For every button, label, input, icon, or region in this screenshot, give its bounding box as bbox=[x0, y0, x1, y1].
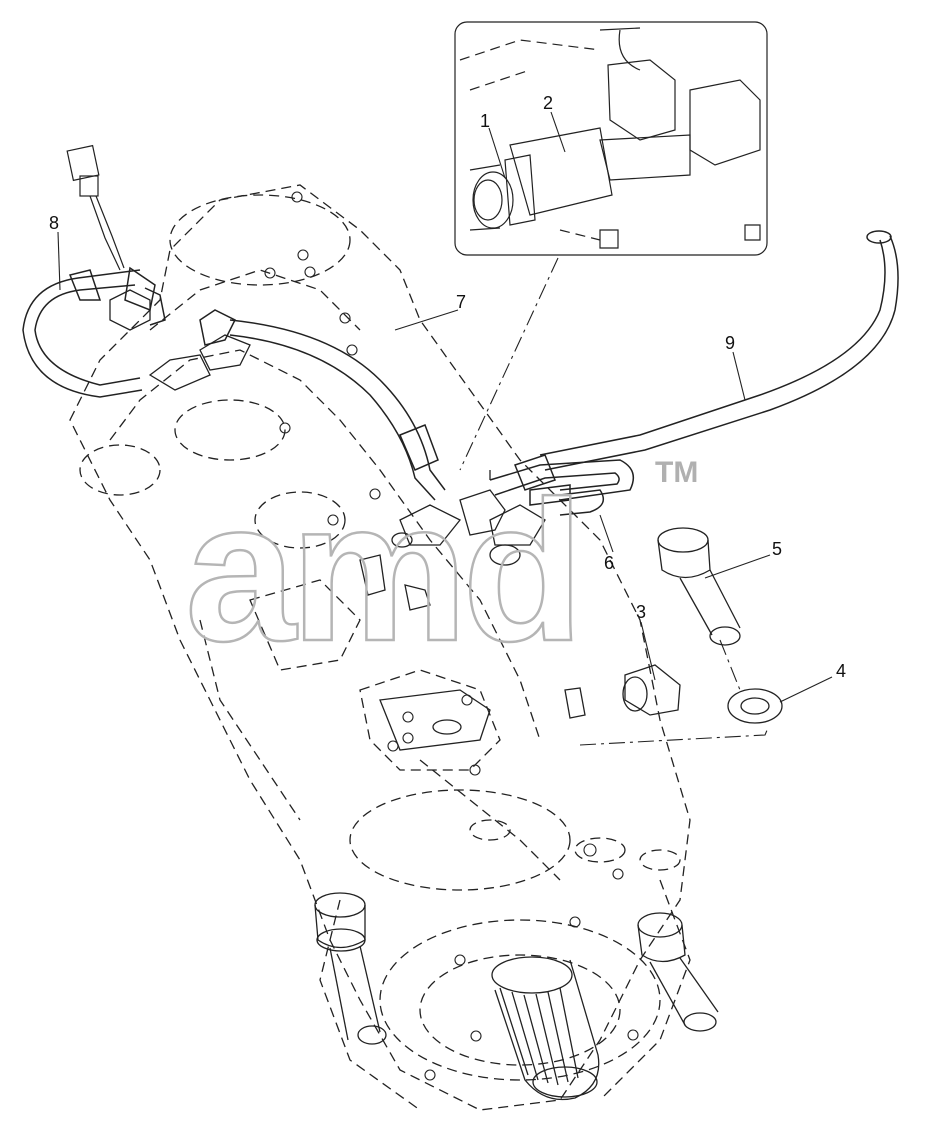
callout-1: 1 bbox=[480, 111, 490, 131]
pipe-7 bbox=[199, 309, 446, 501]
part-3-plug bbox=[564, 664, 681, 719]
detail-inset bbox=[454, 21, 768, 256]
pipe-8 bbox=[22, 266, 166, 398]
watermark: amd TM bbox=[184, 456, 699, 684]
valve-block bbox=[109, 289, 491, 751]
pipe-6 bbox=[489, 459, 635, 516]
watermark-text: amd bbox=[185, 460, 578, 683]
callout-7: 7 bbox=[456, 292, 466, 312]
callout-9: 9 bbox=[725, 333, 735, 353]
leader-lines bbox=[57, 111, 833, 703]
callout-8: 8 bbox=[49, 213, 59, 233]
callout-2: 2 bbox=[543, 93, 553, 113]
callout-6: 6 bbox=[604, 553, 614, 573]
part-5-stud bbox=[657, 527, 741, 646]
housing-bolts bbox=[264, 191, 639, 1081]
fitting-junction bbox=[359, 489, 546, 611]
part-4-washer bbox=[727, 688, 783, 724]
callout-3: 3 bbox=[636, 602, 646, 622]
callout-5: 5 bbox=[772, 539, 782, 559]
watermark-tm: TM bbox=[655, 456, 698, 489]
sensor-connector bbox=[66, 144, 125, 271]
centerlines bbox=[459, 257, 769, 746]
callout-labels: 1 2 3 4 5 6 7 8 9 bbox=[49, 93, 846, 681]
pipe-9 bbox=[514, 230, 899, 491]
transmission-housing bbox=[69, 184, 691, 1111]
stud-left-lower bbox=[314, 892, 387, 1045]
callout-4: 4 bbox=[836, 661, 846, 681]
stud-right-lower bbox=[637, 912, 719, 1032]
output-shaft-spline bbox=[489, 470, 600, 1101]
